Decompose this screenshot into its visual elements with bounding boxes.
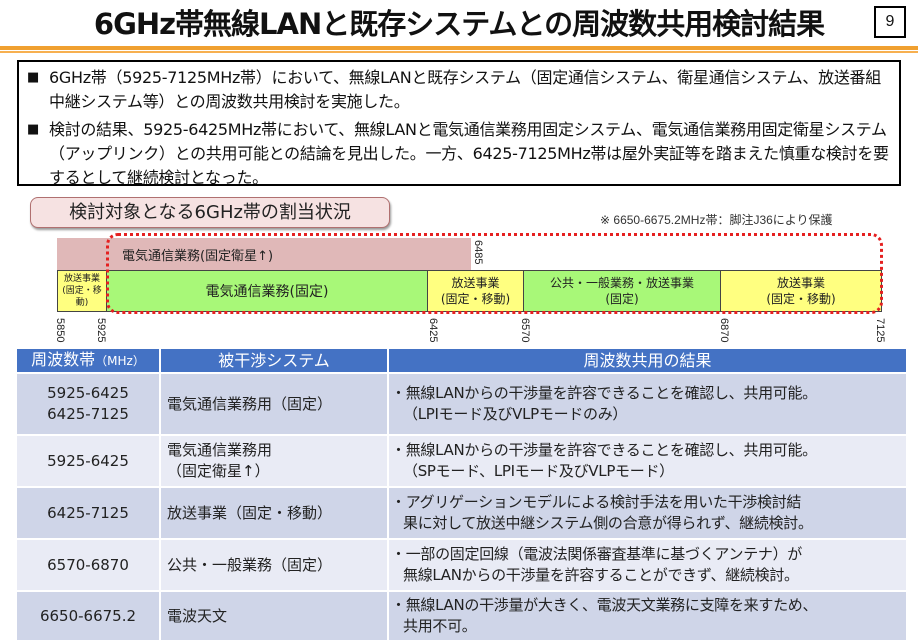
table-row: 6425-7125 放送事業（固定・移動） ・アグリゲーションモデルによる検討手… (17, 488, 906, 538)
band-fixed-satellite-uplink: 電気通信業務(固定衛星↑) (57, 238, 471, 270)
header-system: 被干渉システム (161, 349, 387, 372)
cell-system: 放送事業（固定・移動） (161, 488, 387, 538)
summary-bullet: ■ 検討の結果、5925-6425MHz帯において、無線LANと電気通信業務用固… (27, 118, 889, 190)
band-public-general: 公共・一般業務・放送事業(固定) (523, 270, 721, 312)
cell-system: 電波天文 (161, 592, 387, 640)
header-result: 周波数共用の結果 (389, 349, 906, 372)
cell-system: 電気通信業務用（固定） (161, 374, 387, 434)
cell-result: ・無線LANの干渉量が大きく、電波天文業務に支障を来すため、共用不可。 (389, 592, 906, 640)
cell-result: ・無線LANからの干渉量を許容できることを確認し、共用可能。（LPIモード及びV… (389, 374, 906, 434)
cell-band: 6650-6675.2 (17, 592, 159, 640)
tick-7125: 7125 (874, 318, 886, 343)
header-divider (0, 46, 918, 50)
table-row: 6570-6870 公共・一般業務（固定） ・一部の固定回線（電波法関係審査基準… (17, 540, 906, 590)
table-header-row: 周波数帯（MHz） 被干渉システム 周波数共用の結果 (17, 349, 906, 372)
tick-5850: 5850 (54, 318, 66, 343)
header-band: 周波数帯（MHz） (17, 349, 159, 372)
band-broadcast-5850: 放送事業(固定・移動) (57, 270, 107, 312)
summary-box: ■ 6GHz帯（5925-7125MHz帯）において、無線LANと既存システム（… (17, 60, 901, 187)
tick-6485: 6485 (472, 240, 484, 265)
allocation-footnote: ※ 6650-6675.2MHz帯：脚注J36により保護 (600, 213, 833, 227)
tick-6425: 6425 (427, 318, 439, 343)
band-broadcast-6870: 放送事業(固定・移動) (720, 270, 882, 312)
tick-6570: 6570 (519, 318, 531, 343)
square-bullet-icon: ■ (27, 122, 40, 137)
cell-result: ・無線LANからの干渉量を許容できることを確認し、共用可能。（SPモード、LPI… (389, 436, 906, 486)
header-divider-thin (0, 51, 918, 53)
band-broadcast-6425: 放送事業(固定・移動) (427, 270, 524, 312)
cell-system: 公共・一般業務（固定） (161, 540, 387, 590)
page-title: 6GHz帯無線LANと既存システムとの周波数共用検討結果 (93, 7, 825, 41)
cell-band: 5925-6425 (17, 436, 159, 486)
square-bullet-icon: ■ (27, 70, 40, 85)
cell-band: 6570-6870 (17, 540, 159, 590)
table-row: 5925-6425 電気通信業務用（固定衛星↑） ・無線LANからの干渉量を許容… (17, 436, 906, 486)
summary-bullet: ■ 6GHz帯（5925-7125MHz帯）において、無線LANと既存システム（… (27, 66, 889, 114)
cell-result: ・アグリゲーションモデルによる検討手法を用いた干渉検討結果に対して放送中継システ… (389, 488, 906, 538)
shared-band-highlight (106, 233, 883, 314)
cell-band: 6425-7125 (17, 488, 159, 538)
allocation-section-title: 検討対象となる6GHz帯の割当状況 (30, 197, 390, 228)
cell-result: ・一部の固定回線（電波法関係審査基準に基づくアンテナ）が無線LANからの干渉量を… (389, 540, 906, 590)
tick-5925: 5925 (95, 318, 107, 343)
tick-6870: 6870 (718, 318, 730, 343)
table-row: 6650-6675.2 電波天文 ・無線LANの干渉量が大きく、電波天文業務に支… (17, 592, 906, 640)
cell-system: 電気通信業務用（固定衛星↑） (161, 436, 387, 486)
page-number: 9 (874, 6, 906, 38)
